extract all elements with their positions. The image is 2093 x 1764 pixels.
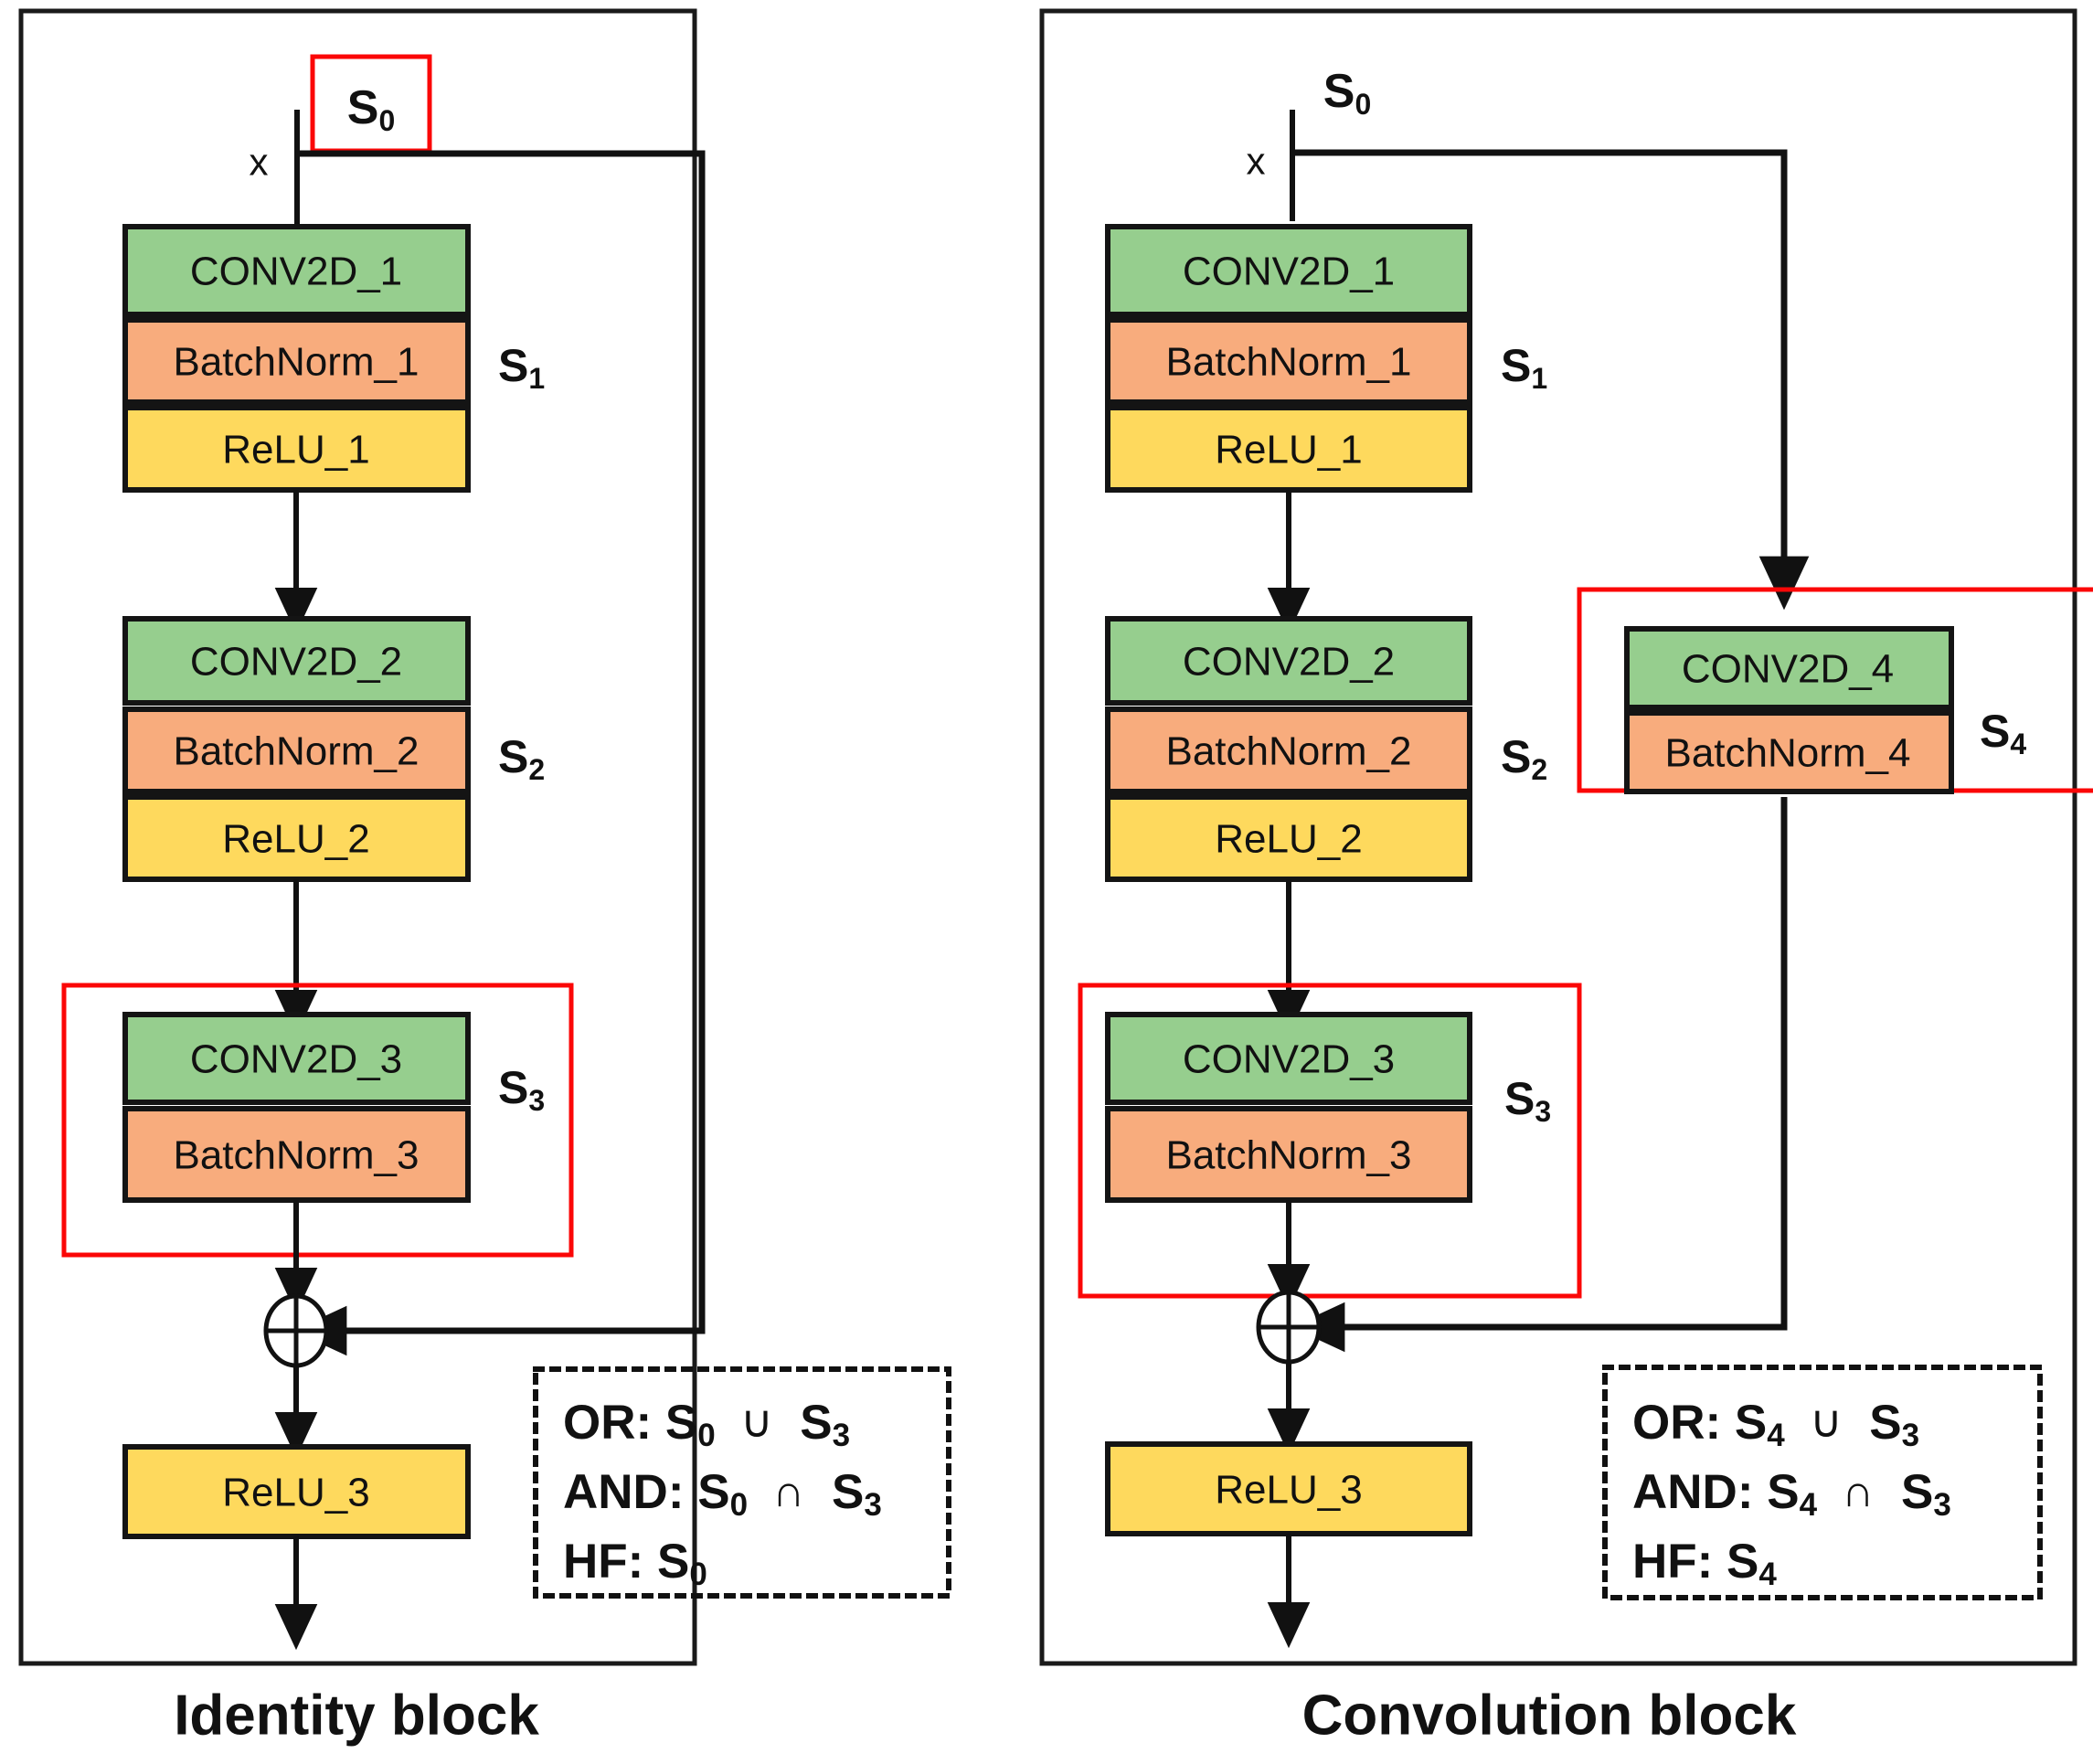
- convolution-group-tag-s3: S3: [1504, 1073, 1551, 1128]
- identity-node-relu-2[interactable]: [122, 794, 471, 882]
- convolution-legend-row-2: HF: S4: [1632, 1535, 1777, 1592]
- identity-group-tag-s2: S2: [498, 731, 545, 786]
- convolution-legend: OR: S4 ∪ S3 AND: S4 ∩ S3 HF: S4: [1602, 1365, 2043, 1600]
- identity-node-conv2d-3[interactable]: [122, 1012, 471, 1105]
- convolution-node-conv2d-3-label: CONV2D_3: [1183, 1037, 1395, 1082]
- convolution-stage-2: CONV2D_2 BatchNorm_2 ReLU_2 S2: [1105, 616, 1547, 882]
- convolution-s3-highlight-box: [1078, 983, 1582, 1299]
- panel-identity-block: S0 x CONV2D_1 BatchNorm_1 ReLU_1 S1 CONV…: [18, 8, 951, 1748]
- identity-node-batchnorm-3[interactable]: [122, 1106, 471, 1203]
- identity-node-relu-1[interactable]: [122, 405, 471, 493]
- convolution-node-conv2d-1-label: CONV2D_1: [1183, 250, 1395, 294]
- identity-stage-3: CONV2D_3 BatchNorm_3 S3: [61, 983, 574, 1258]
- panel-convolution-block: S0 x CONV2D_1 BatchNorm_1 ReLU_1 S1 CONV…: [1039, 8, 2093, 1748]
- identity-input-x-label: x: [250, 141, 269, 184]
- identity-skip-connection: [292, 150, 706, 1356]
- convolution-node-relu-2-label: ReLU_2: [1215, 817, 1362, 862]
- identity-s3-highlight-box: [61, 983, 574, 1258]
- convolution-node-batchnorm-1-label: BatchNorm_1: [1165, 340, 1411, 385]
- convolution-node-conv2d-1[interactable]: [1105, 224, 1472, 317]
- convolution-adder: [1256, 1290, 1322, 1365]
- identity-node-relu-1-label: ReLU_1: [222, 428, 369, 473]
- identity-node-conv2d-3-label: CONV2D_3: [190, 1037, 402, 1082]
- identity-node-batchnorm-1[interactable]: [122, 317, 471, 405]
- identity-node-batchnorm-2[interactable]: [122, 707, 471, 794]
- convolution-node-conv2d-4-label: CONV2D_4: [1682, 647, 1894, 692]
- identity-stage-1: CONV2D_1 BatchNorm_1 ReLU_1 S1: [122, 224, 545, 493]
- convolution-node-batchnorm-3-label: BatchNorm_3: [1165, 1133, 1411, 1178]
- identity-legend-row-2: HF: S0: [563, 1535, 707, 1592]
- convolution-skip-to-shortcut: [1292, 149, 1810, 611]
- convolution-group-tag-s4: S4: [1980, 706, 2026, 760]
- convolution-shortcut-to-adder: [1291, 797, 1788, 1353]
- convolution-node-relu-1-label: ReLU_1: [1215, 428, 1362, 473]
- convolution-node-batchnorm-2-label: BatchNorm_2: [1165, 729, 1411, 774]
- convolution-legend-border: [1602, 1365, 2043, 1600]
- convolution-node-conv2d-4[interactable]: [1624, 626, 1954, 710]
- identity-s0-label: S0: [347, 81, 395, 137]
- convolution-node-batchnorm-1[interactable]: [1105, 317, 1472, 405]
- identity-node-relu-2-label: ReLU_2: [222, 817, 369, 862]
- convolution-s0-label: S0: [1323, 65, 1371, 121]
- identity-node-batchnorm-3-label: BatchNorm_3: [173, 1133, 419, 1178]
- identity-node-batchnorm-2-label: BatchNorm_2: [173, 729, 419, 774]
- convolution-panel-caption: Convolution block: [1302, 1684, 1797, 1748]
- identity-group-tag-s1: S1: [498, 340, 545, 395]
- convolution-stage-1: CONV2D_1 BatchNorm_1 ReLU_1 S1: [1105, 224, 1547, 493]
- identity-adder: [263, 1293, 329, 1368]
- identity-node-conv2d-1-label: CONV2D_1: [190, 250, 402, 294]
- convolution-legend-row-1: AND: S4 ∩ S3: [1632, 1465, 1951, 1523]
- identity-legend-border: [533, 1366, 951, 1599]
- convolution-node-relu-3-label: ReLU_3: [1215, 1468, 1362, 1513]
- convolution-node-conv2d-2[interactable]: [1105, 616, 1472, 706]
- identity-node-batchnorm-1-label: BatchNorm_1: [173, 340, 419, 385]
- convolution-shortcut-stage-4: CONV2D_4 BatchNorm_4 S4: [1577, 587, 2093, 794]
- convolution-node-batchnorm-2[interactable]: [1105, 707, 1472, 794]
- convolution-input-x-label: x: [1247, 140, 1266, 183]
- convolution-node-conv2d-2-label: CONV2D_2: [1183, 640, 1395, 685]
- convolution-node-conv2d-3[interactable]: [1105, 1012, 1472, 1105]
- convolution-group-tag-s2: S2: [1501, 731, 1547, 786]
- convolution-node-relu-3[interactable]: [1105, 1441, 1472, 1536]
- convolution-group-tag-s1: S1: [1501, 340, 1547, 395]
- identity-legend-row-0: OR: S0 ∪ S3: [563, 1396, 850, 1453]
- convolution-legend-row-0: OR: S4 ∪ S3: [1632, 1396, 1919, 1453]
- identity-legend: OR: S0 ∪ S3 AND: S0 ∩ S3 HF: S0: [533, 1366, 951, 1599]
- identity-group-tag-s3: S3: [498, 1062, 545, 1117]
- identity-node-conv2d-1[interactable]: [122, 224, 471, 317]
- convolution-node-relu-1[interactable]: [1105, 405, 1472, 493]
- identity-node-relu-3[interactable]: [122, 1444, 471, 1539]
- identity-legend-row-1: AND: S0 ∩ S3: [563, 1465, 882, 1523]
- convolution-node-batchnorm-4[interactable]: [1624, 710, 1954, 794]
- identity-panel-caption: Identity block: [174, 1684, 539, 1748]
- identity-stage-2: CONV2D_2 BatchNorm_2 ReLU_2 S2: [122, 616, 545, 882]
- convolution-node-relu-2[interactable]: [1105, 794, 1472, 882]
- identity-node-relu-3-label: ReLU_3: [222, 1471, 369, 1515]
- identity-node-conv2d-2-label: CONV2D_2: [190, 640, 402, 685]
- convolution-node-batchnorm-4-label: BatchNorm_4: [1664, 731, 1910, 776]
- identity-node-conv2d-2[interactable]: [122, 616, 471, 706]
